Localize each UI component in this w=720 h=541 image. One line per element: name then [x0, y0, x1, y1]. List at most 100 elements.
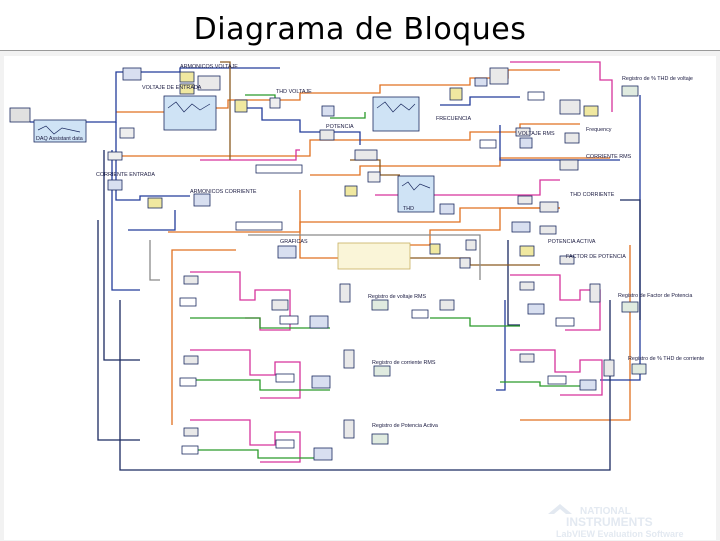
vi-block	[527, 91, 545, 101]
wire-dkblue	[97, 220, 140, 441]
vi-block	[122, 67, 142, 81]
wire-gray	[149, 240, 160, 281]
graph-indicator	[631, 363, 647, 375]
wire-green	[190, 379, 330, 391]
vi-block	[354, 149, 378, 161]
vi-block	[107, 151, 123, 161]
label-armonicos-corriente: ARMONICOS CORRIENTE	[190, 189, 257, 195]
wire-orange	[168, 207, 560, 233]
vi-block	[319, 129, 335, 141]
label-reg-factor-potencia: Registro de Factor de Potencia	[618, 293, 692, 299]
wire-blue	[111, 150, 140, 291]
label-potencia-activa: POTENCIA ACTIVA	[548, 239, 596, 245]
vi-block	[183, 275, 199, 285]
wire-dkblue	[507, 240, 520, 326]
label-armonicos-voltaje: ARMONICOS VOLTAJE	[180, 64, 238, 70]
vi-block	[269, 97, 281, 109]
vi-block	[527, 303, 545, 315]
daq-assistant-vi	[33, 119, 87, 143]
vi-block	[589, 283, 601, 303]
vi-block	[343, 419, 355, 439]
graph-indicator	[621, 301, 639, 313]
label-voltaje-entrada: VOLTAJE DE ENTRADA	[142, 85, 202, 91]
vi-block	[555, 317, 575, 327]
vi-block	[429, 243, 441, 255]
wire-green	[430, 317, 520, 327]
vi-block	[515, 127, 531, 137]
graph-indicator	[373, 365, 391, 377]
vi-block	[459, 257, 471, 269]
vi-block	[519, 353, 535, 363]
vi-block	[271, 299, 289, 311]
wire-pink	[375, 179, 560, 196]
vi-block	[275, 439, 295, 449]
vi-block	[344, 185, 358, 197]
vi-block	[547, 375, 567, 385]
vi-block	[279, 315, 299, 325]
vi-block	[439, 299, 455, 311]
vi-block	[603, 359, 615, 377]
vi-block	[343, 349, 355, 369]
label-frecuencia: FRECUENCIA	[436, 116, 471, 122]
slide-title: Diagrama de Bloques	[193, 12, 527, 47]
label-frequency: Frequency	[586, 127, 612, 133]
vi-block	[147, 197, 163, 209]
label-thd-corriente: THD CORRIENTE	[570, 192, 615, 198]
vi-block	[234, 99, 248, 113]
wire-pink	[510, 349, 603, 396]
vi-block	[411, 309, 429, 319]
wire-green	[190, 317, 330, 329]
wire-dkblue	[119, 300, 611, 471]
vi-block	[311, 375, 331, 389]
wire-green	[190, 449, 330, 459]
vi-block	[107, 179, 123, 191]
wire-pink	[190, 349, 301, 399]
watermark-line3: LabVIEW Evaluation Software	[556, 529, 684, 539]
vi-block	[339, 283, 351, 303]
label-reg-thd-voltaje: Registro de % THD de voltaje	[622, 76, 693, 82]
label-reg-voltaje-rms: Registro de voltaje RMS	[368, 294, 427, 300]
label-graficas: GRAFICAS	[280, 239, 308, 245]
label-reg-thd-corriente: Registro de % THD de corriente	[628, 356, 704, 362]
vi-block	[519, 137, 533, 149]
label-corriente-rms: CORRIENTE RMS	[586, 154, 632, 160]
wire-pink	[510, 61, 613, 112]
vi-block	[193, 193, 211, 207]
vi-block	[313, 447, 333, 461]
vi-block	[179, 377, 197, 387]
vi-block	[559, 255, 575, 265]
vi-block	[519, 245, 535, 257]
wire-orange	[520, 245, 631, 421]
vi-block	[583, 105, 599, 117]
vi-block	[559, 159, 579, 171]
label-reg-corriente-rms: Registro de corriente RMS	[372, 360, 436, 366]
wire-gray	[248, 234, 481, 280]
vi-block	[309, 315, 329, 329]
wire-pink	[200, 149, 300, 161]
label-daq-assistant: DAQ Assistant data	[36, 136, 83, 142]
label-thd-voltaje: THD VOLTAJE	[276, 89, 312, 95]
vi-block	[559, 99, 581, 115]
vi-block	[179, 297, 197, 307]
vi-block	[479, 139, 497, 149]
vi-block	[489, 67, 509, 85]
tone-measurements-vi	[372, 96, 420, 132]
wire-orange	[171, 249, 236, 425]
wire-blue	[440, 96, 520, 106]
vi-block	[275, 373, 295, 383]
vi-block	[564, 132, 580, 144]
label-corriente-entrada: CORRIENTE ENTRADA	[96, 172, 155, 178]
wire-blue	[499, 125, 620, 161]
graphs-indicator	[277, 245, 297, 259]
wire-orange	[310, 157, 610, 176]
diagram-labels: ARMONICOS VOLTAJE VOLTAJE DE ENTRADA THD…	[36, 64, 704, 429]
wire-green	[500, 381, 580, 387]
vi-block	[511, 221, 531, 233]
vi-block	[179, 71, 195, 83]
function-blocks	[9, 67, 647, 461]
label-reg-potencia-activa: Registro de Potencia Activa	[372, 423, 438, 429]
graph-indicator	[621, 85, 639, 97]
graph-indicator	[371, 433, 389, 445]
vi-block	[183, 427, 199, 437]
